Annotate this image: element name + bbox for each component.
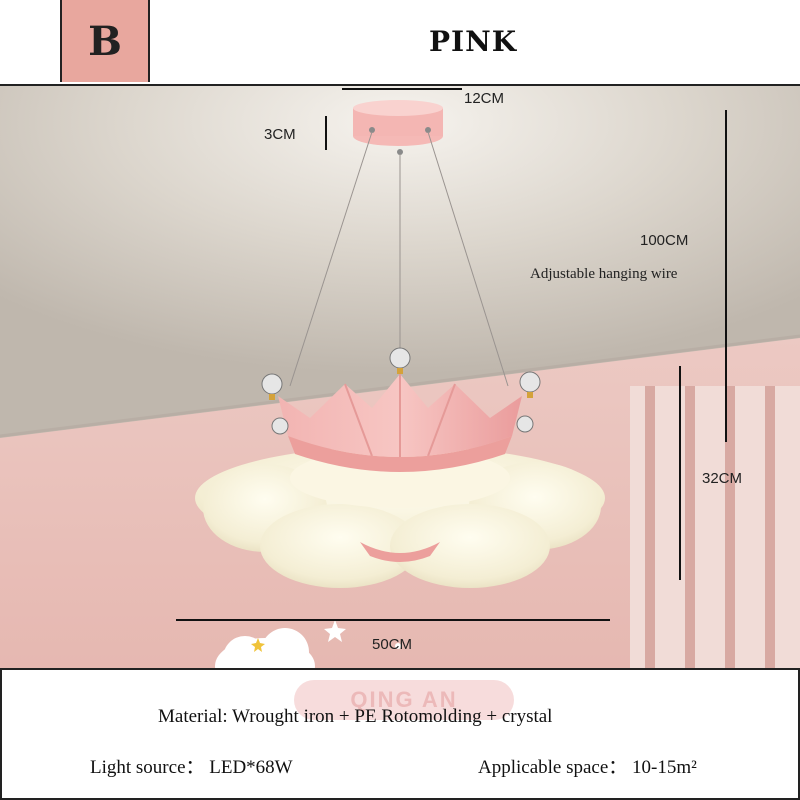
star-icon: [395, 643, 401, 649]
room-illustration: [0, 86, 800, 668]
pink-crown: [278, 374, 522, 472]
canopy-width-label: 12CM: [464, 90, 505, 107]
hanging-wires: [289, 131, 509, 387]
color-title: PINK: [428, 24, 518, 58]
ceiling-canopy: [353, 100, 443, 155]
star-icon: [324, 620, 346, 642]
variant-letter: B: [88, 17, 122, 65]
star-icon: [251, 638, 265, 652]
material-spec: Material: Wrought iron + PE Rotomolding …: [158, 706, 553, 727]
lamp-width-label: 50CM: [372, 636, 413, 653]
crystal-icon: [261, 373, 283, 400]
spec-panel: QING AN Material: Wrought iron + PE Roto…: [0, 668, 800, 800]
brand-watermark: QING AN: [294, 680, 514, 720]
wire-note: Adjustable hanging wire: [530, 266, 678, 282]
crystal-icon: [389, 347, 411, 374]
canopy-height-label: 3CM: [264, 126, 296, 143]
header-bar: B PINK: [0, 0, 800, 86]
crystal-icon: [519, 371, 541, 398]
curtain: [645, 386, 775, 668]
applicable-space-spec: Applicable space： 10-15m²: [478, 757, 697, 778]
variant-badge: B: [60, 0, 150, 82]
room-scene: 12CM 3CM 100CM Adjustable hanging wire 3…: [0, 86, 800, 668]
crystal-icon: [516, 415, 534, 433]
light-source-spec: Light source： LED*68W: [90, 757, 293, 778]
crystal-icon: [271, 417, 289, 435]
wire-length-label: 100CM: [640, 232, 689, 249]
lamp-height-label: 32CM: [702, 470, 743, 487]
